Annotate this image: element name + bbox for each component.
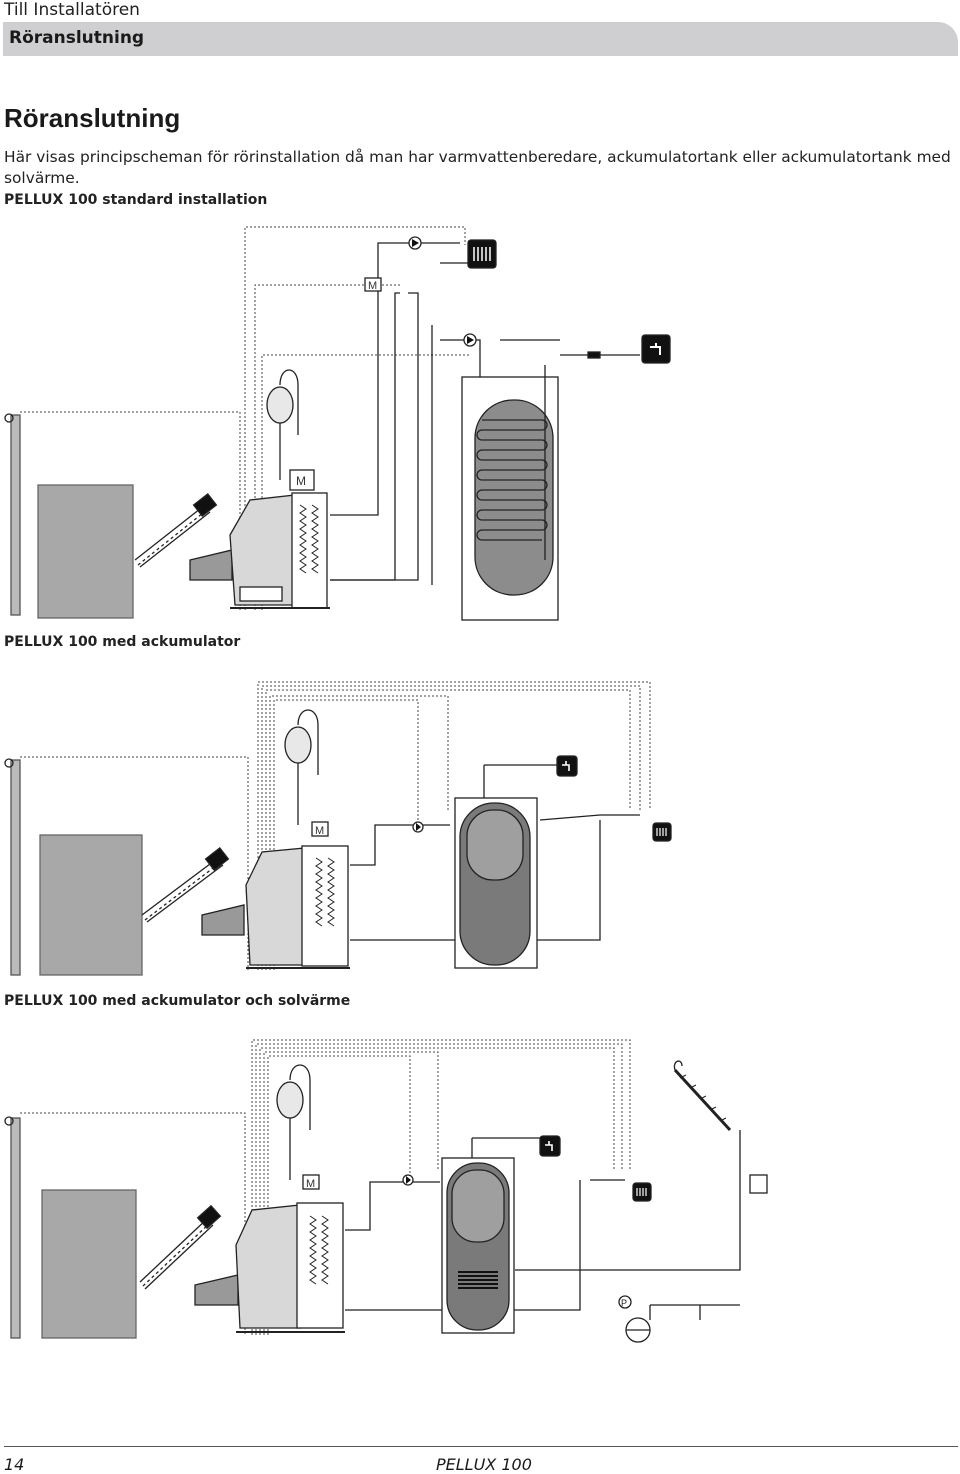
mixing-valve-motor — [364, 277, 382, 292]
header-bar: Röranslutning — [3, 22, 958, 56]
accumulator-tank — [454, 797, 538, 969]
radiator-icon — [467, 239, 497, 269]
page-title: Röranslutning — [4, 103, 181, 133]
pipe-network — [330, 242, 640, 585]
tap-icon — [641, 334, 671, 364]
figure-1-caption: PELLUX 100 standard installation — [4, 192, 268, 208]
tap-icon — [556, 755, 578, 777]
document-name: PELLUX 100 — [436, 1455, 532, 1474]
expansion-vessel — [284, 709, 319, 825]
intro-text: Här visas principscheman för rörinstalla… — [4, 148, 951, 187]
feed-screw — [139, 1204, 239, 1306]
boiler-motor-label: M — [315, 825, 324, 837]
figure-1-diagram: M M — [4, 226, 671, 621]
valve-motor-label: M — [368, 280, 377, 292]
pressure-gauge-label: P — [621, 1298, 627, 1308]
pellet-silo — [4, 1116, 137, 1339]
footer-divider — [4, 1446, 958, 1447]
accumulator-tank-solar — [441, 1157, 515, 1334]
boiler-motor-label: M — [296, 474, 306, 488]
solar-collector — [673, 1060, 732, 1132]
radiator-icon — [652, 822, 672, 842]
boiler: M — [245, 821, 350, 969]
section-title: Till Installatören — [4, 0, 140, 20]
figure-3-diagram: M P — [4, 1039, 768, 1343]
figure-2-caption: PELLUX 100 med ackumulator — [4, 634, 241, 650]
tap-icon — [539, 1135, 561, 1157]
pellet-silo — [4, 758, 143, 976]
boiler: M — [235, 1174, 345, 1333]
pipe-network — [345, 1130, 741, 1320]
pipe-network — [350, 764, 640, 941]
radiator-icon — [632, 1182, 652, 1202]
expansion-vessel — [266, 369, 299, 480]
figure-2-diagram: M — [4, 681, 672, 976]
boiler: M — [229, 469, 330, 609]
figure-3-caption: PELLUX 100 med ackumulator och solvärme — [4, 993, 351, 1009]
pellet-silo — [4, 413, 134, 619]
solar-controller — [749, 1174, 768, 1194]
hot-water-tank — [461, 365, 559, 621]
expansion-vessel — [276, 1064, 311, 1180]
feed-screw — [134, 493, 233, 581]
boiler-motor-label: M — [306, 1178, 315, 1190]
page-number: 14 — [4, 1455, 25, 1474]
subsection-title: Röranslutning — [9, 28, 145, 48]
feed-screw — [141, 847, 245, 936]
